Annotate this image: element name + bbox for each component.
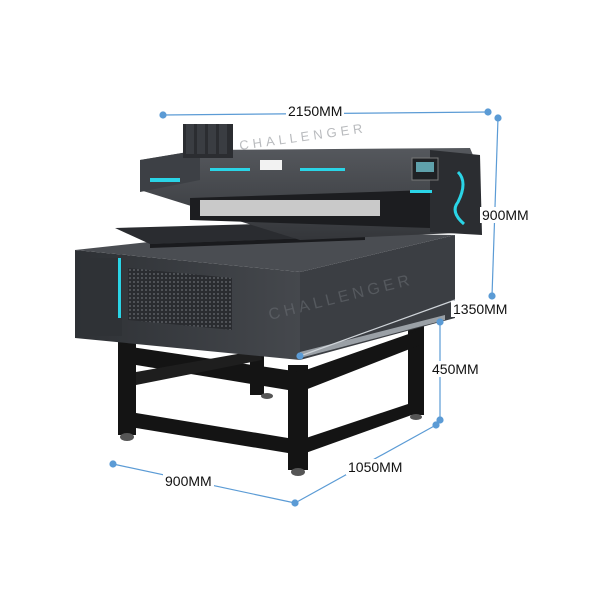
control-screen <box>416 162 434 172</box>
dimension-label-base-width: 900MM <box>163 473 214 489</box>
printer-stand <box>118 320 424 476</box>
head-accent-light-right <box>453 170 466 226</box>
dimension-label-stand-height: 450MM <box>430 361 481 377</box>
stand-rail-front-bottom <box>118 410 300 455</box>
caster-front-left <box>120 433 134 441</box>
caster-back-left <box>261 393 273 399</box>
dimension-label-right-height: 900MM <box>480 207 531 223</box>
dimension-label-base-depth: 1050MM <box>346 459 405 475</box>
caster-front-right <box>291 468 305 476</box>
stand-rail-side-top <box>300 330 420 392</box>
brand-logo-badge <box>260 160 282 170</box>
watermark-text-head: CHALLENGER <box>238 120 367 153</box>
stand-rail-side-bottom <box>300 400 420 455</box>
dimension-label-top-width: 2150MM <box>286 103 345 119</box>
cabinet-trim <box>300 315 445 358</box>
head-accent-light-left <box>150 178 180 182</box>
cabinet-accent-light <box>118 258 121 318</box>
ink-tank-housing <box>183 124 233 158</box>
print-carriage-window <box>200 200 380 216</box>
dimension-label-mid-depth: 1350MM <box>451 301 510 317</box>
cabinet-vent-grille <box>128 268 232 330</box>
caster-back-right <box>410 414 422 420</box>
